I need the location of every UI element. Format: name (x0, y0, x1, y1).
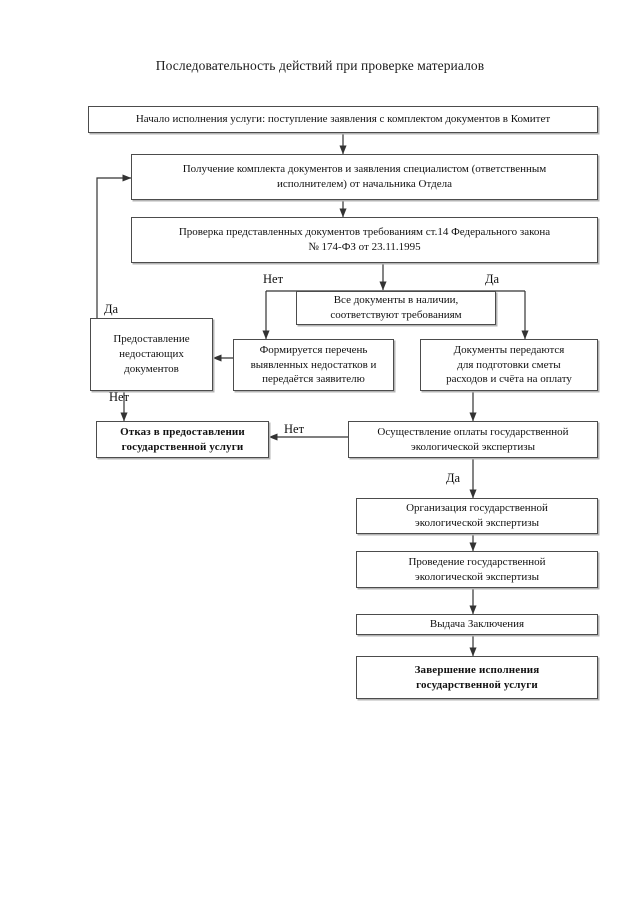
node-organize-expertise[interactable]: Организация государственной экологическо… (356, 498, 598, 534)
node-conduct-expertise[interactable]: Проведение государственной экологической… (356, 551, 598, 588)
edge-label-no-check: Нет (263, 272, 284, 286)
node-deficiency-list[interactable]: Формируется перечень выявленных недостат… (233, 339, 394, 391)
edge-label-yes-loop: Да (104, 302, 119, 316)
node-decision-label: Все документы в наличии, соответствуют т… (330, 294, 462, 321)
node-receive-documents-label: Получение комплекта документов и заявлен… (182, 163, 547, 190)
node-conduct-expertise-label: Проведение государственной экологической… (408, 555, 546, 583)
node-finish[interactable]: Завершение исполнения государственной ус… (356, 656, 598, 699)
node-start[interactable]: Начало исполнения услуги: поступление за… (88, 106, 598, 133)
node-payment[interactable]: Осуществление оплаты государственной эко… (348, 421, 598, 458)
node-check-requirements-label: Проверка представленных документов требо… (178, 226, 551, 253)
node-provide-missing-documents[interactable]: Предоставление недостающих документов (90, 318, 213, 391)
node-start-label: Начало исполнения услуги: поступление за… (135, 113, 551, 126)
node-transfer-documents-label: Документы передаются для подготовки смет… (446, 343, 572, 386)
node-transfer-documents[interactable]: Документы передаются для подготовки смет… (420, 339, 598, 391)
node-organize-expertise-label: Организация государственной экологическо… (406, 502, 548, 529)
node-issue-conclusion[interactable]: Выдача Заключения (356, 614, 598, 635)
edge-label-yes-check: Да (485, 272, 500, 286)
node-deficiency-list-label: Формируется перечень выявленных недостат… (250, 343, 377, 386)
node-refusal[interactable]: Отказ в предоставлении государственной у… (96, 421, 269, 458)
node-decision-documents-complete[interactable]: Все документы в наличии, соответствуют т… (296, 291, 496, 325)
node-receive-documents[interactable]: Получение комплекта документов и заявлен… (131, 154, 598, 200)
edge-label-no-missing: Нет (109, 390, 130, 404)
node-issue-conclusion-label: Выдача Заключения (429, 618, 525, 631)
node-payment-label: Осуществление оплаты государственной эко… (377, 425, 569, 453)
node-refusal-label: Отказ в предоставлении государственной у… (120, 425, 245, 453)
edge-label-no-payment: Нет (284, 422, 305, 436)
node-provide-missing-label: Предоставление недостающих документов (113, 333, 190, 375)
node-check-requirements[interactable]: Проверка представленных документов требо… (131, 217, 598, 263)
node-finish-label: Завершение исполнения государственной ус… (414, 663, 540, 691)
edge-label-yes-payment: Да (446, 471, 461, 485)
page-title: Последовательность действий при проверке… (155, 58, 485, 73)
